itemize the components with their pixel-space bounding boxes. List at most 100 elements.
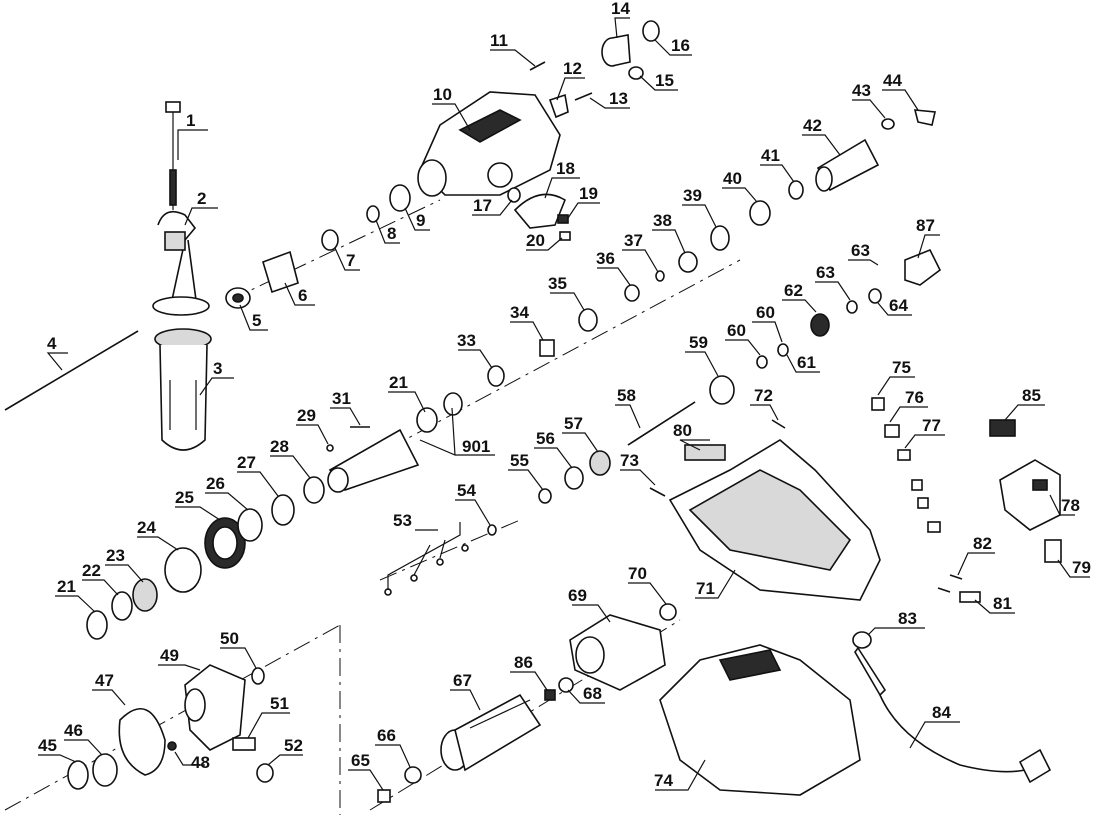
part-87-clutch [904,248,942,286]
label-901: 901 [462,437,490,456]
label-43: 43 [852,81,871,100]
label-17: 17 [473,196,492,215]
part-34-piston [539,339,555,357]
label-7: 7 [346,251,355,270]
label-68: 68 [583,684,602,703]
part-50-ring [251,667,265,685]
part-10-gear-housing [417,91,561,197]
label-63-b: 63 [851,241,870,260]
switch-part-a [911,479,923,491]
part-85-brush [989,419,1016,437]
label-21: 21 [57,577,76,596]
part-82-screw [937,587,951,593]
part-4-depth-rod [4,330,139,411]
part-39-o-ring [710,225,730,251]
part-51-plate [232,737,256,751]
label-14: 14 [611,0,630,18]
part-59-bearing [709,375,735,405]
part-81-clamp [959,591,981,603]
part-52-cap [256,763,274,783]
part-27-ring [271,494,295,526]
part-62-gear [810,313,830,337]
part-58-shaft [627,401,696,446]
part-16-o-ring [642,20,660,42]
label-87: 87 [916,216,935,235]
part-20-pin [559,231,571,241]
part-19-spring [557,214,569,224]
part-17-ring [507,187,521,203]
part-71-housing-half [668,439,881,601]
label-34: 34 [510,303,529,322]
label-16: 16 [671,36,690,55]
part-68-ring [558,677,574,693]
label-54: 54 [457,481,476,500]
label-35: 35 [548,274,567,293]
label-29: 29 [297,406,316,425]
part-28-ring [303,476,325,504]
label-62: 62 [784,281,803,300]
part-60-washer [756,355,768,369]
switch-part-b [917,497,929,509]
label-3: 3 [213,359,222,378]
label-71: 71 [696,579,715,598]
part-74-housing-half [659,644,861,796]
part-43-ring [881,118,895,130]
label-85: 85 [1022,386,1041,405]
part-901-barrel-assembly [327,392,463,493]
label-37: 37 [624,231,643,250]
label-15: 15 [655,71,674,90]
label-74: 74 [654,771,673,790]
label-12: 12 [563,59,582,78]
part-12-clip [548,93,569,119]
label-76: 76 [905,388,924,407]
label-69: 69 [568,586,587,605]
label-83: 83 [898,609,917,628]
part-82-screw-b [949,574,963,580]
label-56: 56 [536,429,555,448]
part-24-bearing [164,547,202,593]
part-labels: 1 2 3 4 5 6 7 8 9 10 11 12 13 14 15 16 1… [38,0,1091,791]
label-8: 8 [387,224,396,243]
label-5: 5 [252,311,261,330]
label-65: 65 [351,751,370,770]
part-22-ring [111,591,133,621]
part-57-spring [589,450,611,476]
label-26: 26 [206,474,225,493]
label-61: 61 [797,353,816,372]
label-46: 46 [64,721,83,740]
label-64: 64 [889,296,908,315]
label-58: 58 [617,386,636,405]
part-38-bushing [678,251,698,273]
label-52: 52 [284,736,303,755]
label-82: 82 [973,534,992,553]
label-47: 47 [95,671,114,690]
label-9: 9 [416,211,425,230]
part-44-pin [913,109,936,126]
label-1: 1 [186,111,195,130]
label-70: 70 [628,564,647,583]
part-77-switch-part [897,449,911,461]
part-76-switch-part [884,424,900,438]
label-80: 80 [673,421,692,440]
label-45: 45 [38,736,57,755]
part-54-washer [487,524,497,536]
part-79-capacitor [1044,539,1062,563]
part-49-front-housing [184,664,246,751]
part-60-washer-b [777,343,789,357]
part-8-washer [366,205,380,223]
part-47-gasket [118,708,166,776]
part-7-ring [321,229,339,251]
label-59: 59 [689,333,708,352]
part-67-armature [440,693,542,772]
part-86-bearing [544,689,556,701]
label-21-upper: 21 [389,373,408,392]
label-44: 44 [883,71,902,90]
part-70-bearing [659,603,677,621]
part-40-sleeve [749,200,771,226]
axis-top-left [229,199,441,301]
label-53: 53 [393,511,412,530]
label-25: 25 [175,488,194,507]
part-2-handle-clamp [152,210,210,316]
part-33-bushing [487,365,505,387]
label-18: 18 [556,159,575,178]
